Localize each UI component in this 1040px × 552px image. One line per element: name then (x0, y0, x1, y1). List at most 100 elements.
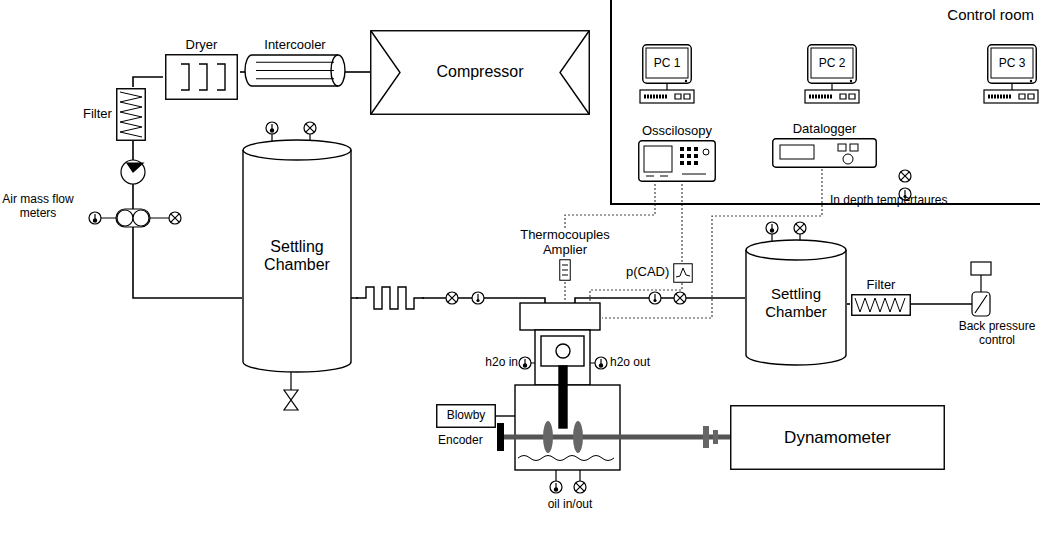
logger-part (843, 154, 853, 164)
logger-part (838, 144, 846, 151)
filter-part (117, 89, 146, 141)
screen-part (811, 48, 853, 78)
blowby-box-label: Blowby (447, 409, 486, 423)
pipe-sensors (446, 292, 686, 304)
screen-part (850, 80, 852, 82)
scope-part (680, 161, 684, 165)
signal-wire (681, 182, 682, 262)
pcad-part (676, 268, 690, 277)
scope-outline (638, 140, 716, 182)
exhaust-filter-label: Filter (867, 278, 896, 293)
datalogger: Datalogger (770, 122, 879, 168)
intercooler: Intercooler (245, 38, 345, 87)
hfilter-outline (851, 294, 911, 316)
datalogger-label: Datalogger (793, 122, 857, 137)
logger-part (780, 145, 814, 159)
dryer-part (217, 64, 225, 90)
computer-monitor-label: PC 1 (654, 57, 681, 71)
engine (515, 303, 620, 470)
scope-part (644, 146, 672, 172)
intercooler-body (245, 54, 345, 87)
hcyl-part (256, 78, 334, 79)
heat-exchanger (356, 284, 424, 312)
signal-label: In depth tempertaures (830, 194, 950, 208)
amp-part (562, 265, 568, 275)
settling-chamber-label: Settling Chamber (242, 238, 352, 275)
scope-part (639, 141, 716, 182)
computer-base (640, 84, 1038, 103)
screen-part (1030, 80, 1032, 82)
settling-chamber-label: Settling Chamber (745, 285, 847, 320)
hex-part (371, 31, 589, 114)
crankshaft-and-encoder (496, 416, 730, 453)
pcad-part (674, 264, 693, 283)
screen-part (643, 45, 692, 84)
blowby-box: Blowby (436, 404, 496, 428)
hcyl-part (256, 70, 334, 71)
filter-outline (116, 88, 146, 141)
logger-part (773, 139, 877, 168)
scope-part (694, 154, 698, 158)
logger-part (850, 144, 858, 151)
computer-monitor-label: PC 3 (999, 57, 1026, 71)
cyl-part (746, 240, 846, 365)
screen-part (646, 48, 688, 78)
compressor-label: Compressor (436, 63, 523, 81)
scope-part (694, 161, 698, 165)
air-pipe (240, 71, 245, 73)
scope-part (703, 149, 709, 155)
hex-part (371, 31, 590, 115)
thermocouple-amplifier-label: Thermocouples Amplier (510, 228, 620, 258)
rect-part (437, 405, 496, 428)
hcyl-outline (245, 54, 345, 87)
settling-chamber: Settling Chamber (242, 140, 352, 372)
scope-part (694, 147, 698, 151)
pressure-sensor: p(CAD) (626, 262, 693, 283)
computer-monitor: PC 3 (987, 44, 1037, 84)
thermocouple-amplifier-body (559, 259, 571, 281)
dynamometer-box: Dynamometer (730, 405, 945, 470)
exhaust-filter: Filter (850, 278, 912, 316)
air-pipe (847, 303, 850, 305)
control-room: Control room PC 1 PC 2 PC 3 Osscilosopy Datal… (610, 0, 1040, 205)
rect-part (731, 406, 945, 470)
scope-part (687, 154, 691, 158)
valve-label: Back pressure control (955, 320, 1039, 348)
air-pipe (133, 141, 242, 298)
intercooler-label: Intercooler (264, 38, 325, 53)
hfilter-part (852, 295, 911, 316)
filter-part (120, 92, 142, 137)
computer-monitor-label: PC 2 (819, 57, 846, 71)
dryer-label: Dryer (186, 38, 218, 53)
back-pressure-valve (971, 262, 991, 316)
thermocouple-amplifier: Thermocouples Amplier (510, 228, 620, 281)
pressure-sensor-label: p(CAD) (626, 265, 669, 280)
pcad-outline (673, 263, 693, 283)
scope-part (680, 147, 684, 151)
air-filter-body (116, 88, 146, 141)
settling-chamber: Settling Chamber (745, 240, 847, 365)
oscilloscope: Osscilosopy (635, 124, 719, 182)
air-pipe (345, 71, 370, 73)
hfilter-part (855, 298, 905, 312)
scope-part (680, 154, 684, 158)
screen-part (988, 45, 1037, 84)
screen-part (991, 48, 1033, 78)
hcyl-part (256, 62, 334, 63)
flow-meter-label: Air mass flow meters (2, 193, 74, 221)
amp-part (560, 260, 571, 281)
dryer-outline (165, 54, 238, 100)
control-room-label: Control room (947, 6, 1034, 23)
dryer-part (181, 64, 189, 90)
engine-sensors (519, 357, 607, 493)
oil-label: oil in/out (535, 498, 605, 512)
screen-part (808, 45, 857, 84)
screen-part (685, 80, 687, 82)
cyl-part (243, 150, 351, 160)
oscilloscope-label: Osscilosopy (642, 124, 712, 139)
dryer-body (165, 54, 238, 100)
amp-outline (559, 259, 571, 281)
pressure-sensor-body (673, 263, 693, 283)
logger-outline (772, 138, 877, 168)
datalogger-body (772, 138, 877, 168)
